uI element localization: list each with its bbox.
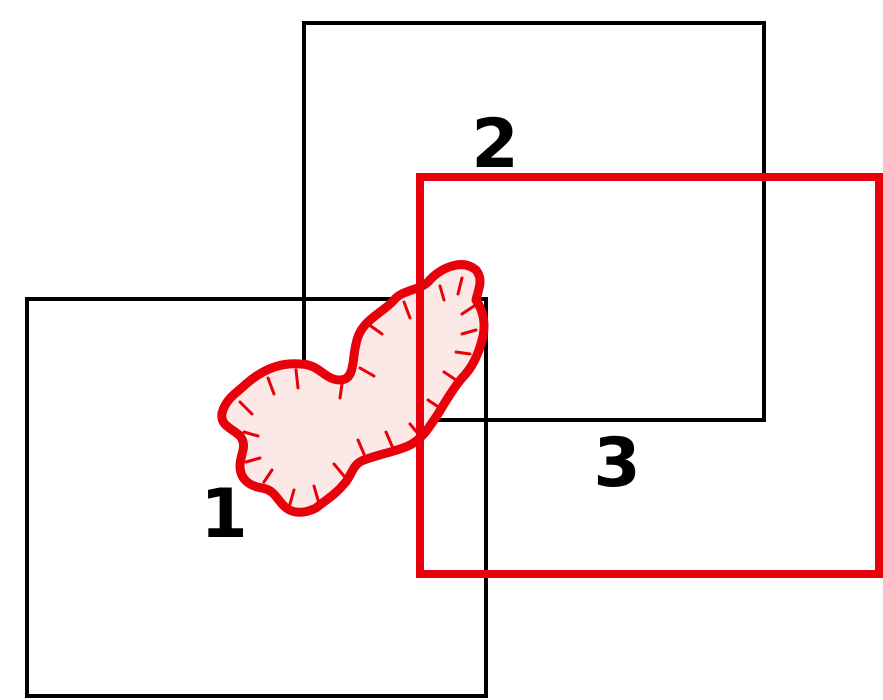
irregular-region-shape	[222, 265, 484, 513]
box-1-label: 1	[200, 475, 247, 554]
box-2-label: 2	[471, 105, 518, 184]
box-3	[420, 177, 879, 574]
irregular-region	[222, 265, 484, 513]
box-3-label: 3	[593, 424, 640, 503]
